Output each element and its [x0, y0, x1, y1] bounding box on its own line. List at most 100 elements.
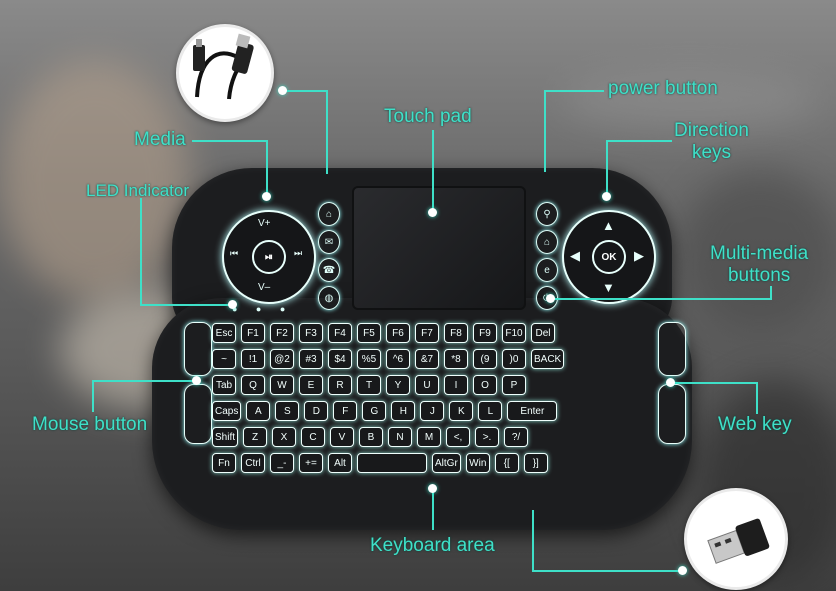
label-direction-line2: keys — [691, 142, 732, 163]
key[interactable]: O — [473, 375, 497, 395]
key[interactable]: F4 — [328, 323, 352, 343]
web-key-left[interactable] — [658, 322, 686, 376]
key[interactable]: X — [272, 427, 297, 447]
key[interactable]: Win — [465, 453, 490, 473]
label-multimedia-line2: buttons — [727, 265, 791, 286]
key[interactable]: K — [449, 401, 474, 421]
key[interactable]: ^6 — [386, 349, 410, 369]
label-direction-keys: Direction keys — [674, 120, 749, 164]
key[interactable]: L — [478, 401, 503, 421]
key[interactable]: Caps — [212, 401, 242, 421]
key[interactable]: AltGr — [432, 453, 461, 473]
key[interactable]: Esc — [212, 323, 236, 343]
key[interactable]: %5 — [357, 349, 381, 369]
play-pause-key[interactable]: ⏯ — [252, 240, 286, 274]
key[interactable]: F9 — [473, 323, 497, 343]
key[interactable]: Ctrl — [241, 453, 265, 473]
volume-up-key[interactable]: V+ — [258, 218, 271, 229]
key[interactable]: _- — [270, 453, 294, 473]
key[interactable]: <, — [446, 427, 471, 447]
key[interactable]: T — [357, 375, 381, 395]
browser-home-key-icon[interactable]: ⌂ — [536, 230, 558, 254]
key[interactable]: Alt — [328, 453, 352, 473]
key[interactable]: G — [362, 401, 387, 421]
web-key-right[interactable] — [658, 384, 686, 444]
key[interactable]: F7 — [415, 323, 439, 343]
mouse-right-button[interactable] — [184, 384, 212, 444]
led-indicators: ● ● ● — [232, 304, 294, 314]
ok-key[interactable]: OK — [592, 240, 626, 274]
key[interactable]: Fn — [212, 453, 236, 473]
usb-dongle-bubble — [684, 488, 788, 590]
enter-key[interactable]: Enter — [507, 401, 558, 421]
key[interactable]: F3 — [299, 323, 323, 343]
key[interactable]: M — [417, 427, 442, 447]
key[interactable]: (9 — [473, 349, 497, 369]
key[interactable]: F10 — [502, 323, 526, 343]
key[interactable]: A — [246, 401, 271, 421]
label-web-key: Web key — [718, 414, 792, 435]
key[interactable]: += — [299, 453, 323, 473]
key[interactable]: *8 — [444, 349, 468, 369]
key[interactable]: }] — [523, 453, 548, 473]
key[interactable]: U — [415, 375, 439, 395]
phone-key-icon[interactable]: ☎ — [318, 258, 340, 282]
key[interactable]: E — [299, 375, 323, 395]
key[interactable]: &7 — [415, 349, 439, 369]
right-arrow-icon[interactable]: ▶ — [634, 248, 644, 263]
previous-track-key[interactable]: ⏮ — [230, 248, 239, 258]
key[interactable]: BACK — [531, 349, 565, 369]
key[interactable]: @2 — [270, 349, 294, 369]
key[interactable]: H — [391, 401, 416, 421]
key[interactable]: Tab — [212, 375, 236, 395]
search-key-icon[interactable]: ⚲ — [536, 202, 558, 226]
key[interactable]: Q — [241, 375, 265, 395]
touch-pad[interactable] — [352, 186, 526, 310]
mini-keyboard: V+ V– ⏮ ⏭ ⏯ ▲ ▼ ◀ ▶ OK ⌂ ✉ ☎ ◍ ⚲ ⌂ e ⏻ ●… — [152, 158, 692, 530]
key[interactable]: P — [502, 375, 526, 395]
key[interactable]: F8 — [444, 323, 468, 343]
down-arrow-icon[interactable]: ▼ — [602, 280, 615, 295]
key[interactable]: )0 — [502, 349, 526, 369]
key[interactable]: Z — [243, 427, 268, 447]
key[interactable]: Shift — [212, 427, 239, 447]
key[interactable]: ~ — [212, 349, 236, 369]
key[interactable]: D — [304, 401, 329, 421]
next-track-key[interactable]: ⏭ — [294, 248, 303, 258]
media-pad[interactable]: V+ V– ⏮ ⏭ ⏯ — [222, 210, 316, 304]
home-key-icon[interactable]: ⌂ — [318, 202, 340, 226]
key[interactable]: V — [330, 427, 355, 447]
mouse-key-icon[interactable]: ◍ — [318, 286, 340, 310]
key[interactable]: $4 — [328, 349, 352, 369]
key[interactable]: {[ — [494, 453, 519, 473]
key[interactable]: F2 — [270, 323, 294, 343]
key[interactable]: C — [301, 427, 326, 447]
mouse-left-button[interactable] — [184, 322, 212, 376]
up-arrow-icon[interactable]: ▲ — [602, 218, 615, 233]
key[interactable]: S — [275, 401, 300, 421]
key[interactable]: F5 — [357, 323, 381, 343]
key[interactable]: J — [420, 401, 445, 421]
web-key-icon[interactable]: e — [536, 258, 558, 282]
key[interactable]: Del — [531, 323, 555, 343]
key[interactable]: W — [270, 375, 294, 395]
key[interactable]: !1 — [241, 349, 265, 369]
key[interactable]: R — [328, 375, 352, 395]
key[interactable]: F1 — [241, 323, 265, 343]
space-key[interactable] — [357, 453, 427, 473]
key[interactable]: B — [359, 427, 384, 447]
label-direction-line1: Direction — [674, 120, 749, 141]
key[interactable]: Y — [386, 375, 410, 395]
key[interactable]: >. — [475, 427, 500, 447]
usb-cable-bubble — [176, 24, 274, 122]
key[interactable]: N — [388, 427, 413, 447]
key[interactable]: F — [333, 401, 358, 421]
key[interactable]: #3 — [299, 349, 323, 369]
direction-pad[interactable]: ▲ ▼ ◀ ▶ OK — [562, 210, 656, 304]
left-arrow-icon[interactable]: ◀ — [570, 248, 580, 263]
key[interactable]: F6 — [386, 323, 410, 343]
key[interactable]: ?/ — [504, 427, 529, 447]
mail-key-icon[interactable]: ✉ — [318, 230, 340, 254]
volume-down-key[interactable]: V– — [258, 282, 271, 293]
key[interactable]: I — [444, 375, 468, 395]
